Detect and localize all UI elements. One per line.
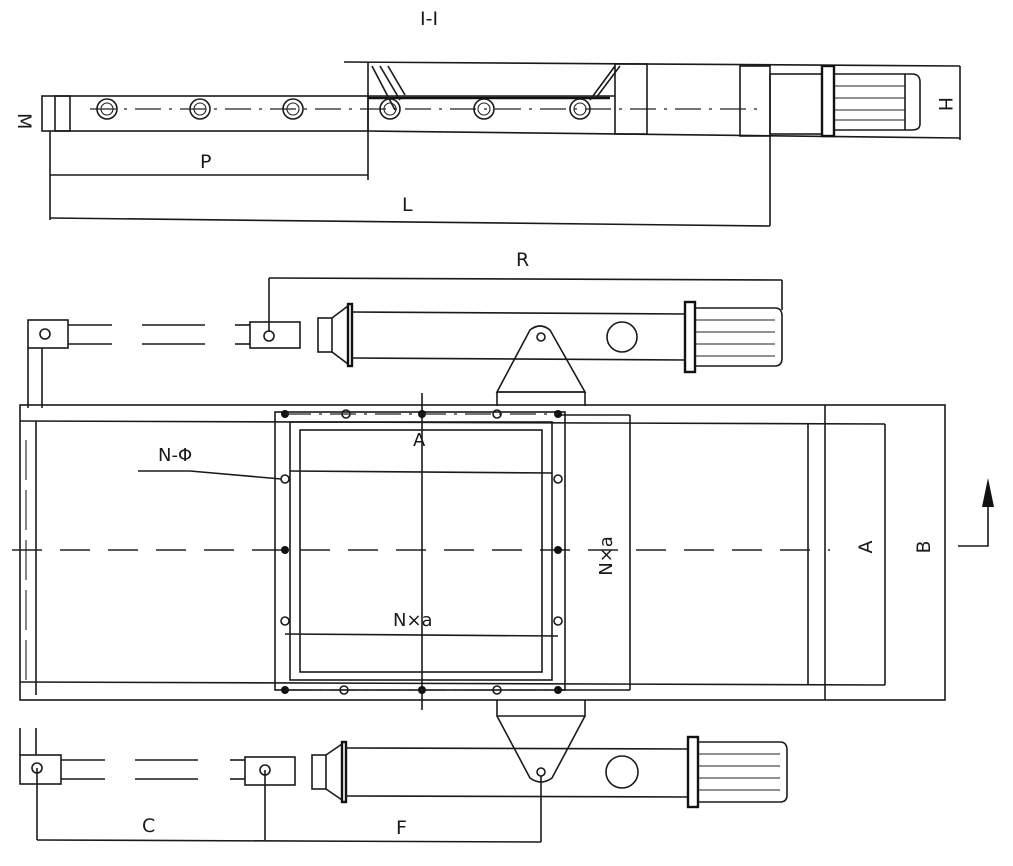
section-view: M H <box>13 61 961 227</box>
label-b: B <box>913 540 935 553</box>
label-r: R <box>516 249 529 271</box>
dimension-r <box>268 277 783 281</box>
section-label: I-I <box>420 8 438 30</box>
label-f: F <box>396 817 407 839</box>
roller-icon <box>96 98 304 120</box>
gate-flange <box>274 411 566 691</box>
label-hole-spec: N-Φ <box>158 445 192 466</box>
lower-actuator: C F <box>19 700 788 843</box>
label-c: C <box>142 815 155 837</box>
plan-view-frame: A N-Φ N×a N×a A B <box>12 393 994 710</box>
dimension-l <box>49 217 771 227</box>
left-end-plate <box>54 95 71 132</box>
bolt-hole-icon <box>280 409 563 695</box>
label-section-a: A <box>413 430 426 451</box>
label-p: P <box>200 151 211 173</box>
roller-icon <box>379 98 591 120</box>
label-hole-spacing-h: N×a <box>393 610 433 631</box>
label-hole-spacing-v: N×a <box>596 536 617 576</box>
label-m: M <box>13 113 35 129</box>
dimension-c-f <box>36 839 542 843</box>
upper-actuator: R <box>27 249 783 408</box>
label-a: A <box>855 541 877 554</box>
label-l: L <box>402 194 413 216</box>
section-arrow-icon <box>958 478 994 547</box>
label-h: H <box>934 97 956 111</box>
outer-frame <box>19 404 946 701</box>
